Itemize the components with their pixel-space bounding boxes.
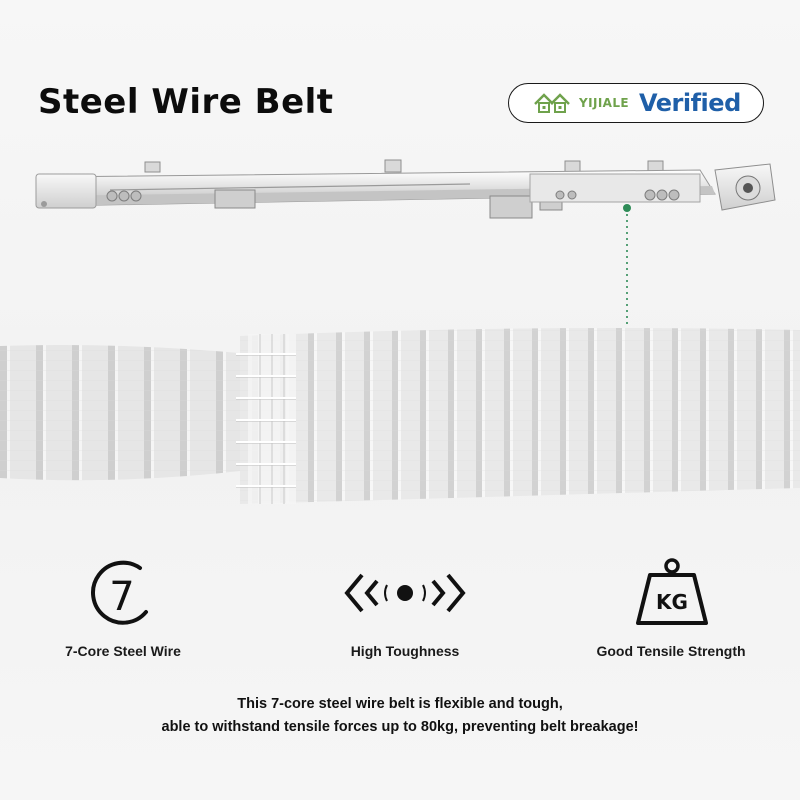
- description-line-1: This 7-core steel wire belt is flexible …: [237, 696, 563, 712]
- page-title: Steel Wire Belt: [38, 82, 334, 122]
- verified-badge: YIJIALE Verified: [508, 83, 764, 123]
- feature-label-7-core: 7-Core Steel Wire: [65, 643, 181, 659]
- curtain-track-image: [35, 159, 776, 219]
- toughness-arrows-icon: [344, 573, 466, 613]
- feature-label-toughness: High Toughness: [350, 643, 460, 659]
- description-line-2: able to withstand tensile forces up to 8…: [161, 719, 639, 735]
- verified-text: Verified: [639, 89, 741, 117]
- svg-text:7: 7: [109, 574, 134, 620]
- steel-wire-belt-image: [0, 328, 800, 504]
- feature-label-tensile: Good Tensile Strength: [596, 643, 746, 659]
- kg-weight-icon: KG: [636, 558, 708, 625]
- brand-name: YIJIALE: [579, 96, 630, 110]
- connector-dotted-line: [623, 208, 631, 338]
- svg-text:KG: KG: [656, 590, 688, 614]
- house-logo-icon: [534, 93, 570, 113]
- seven-circle-icon: 7: [91, 560, 148, 625]
